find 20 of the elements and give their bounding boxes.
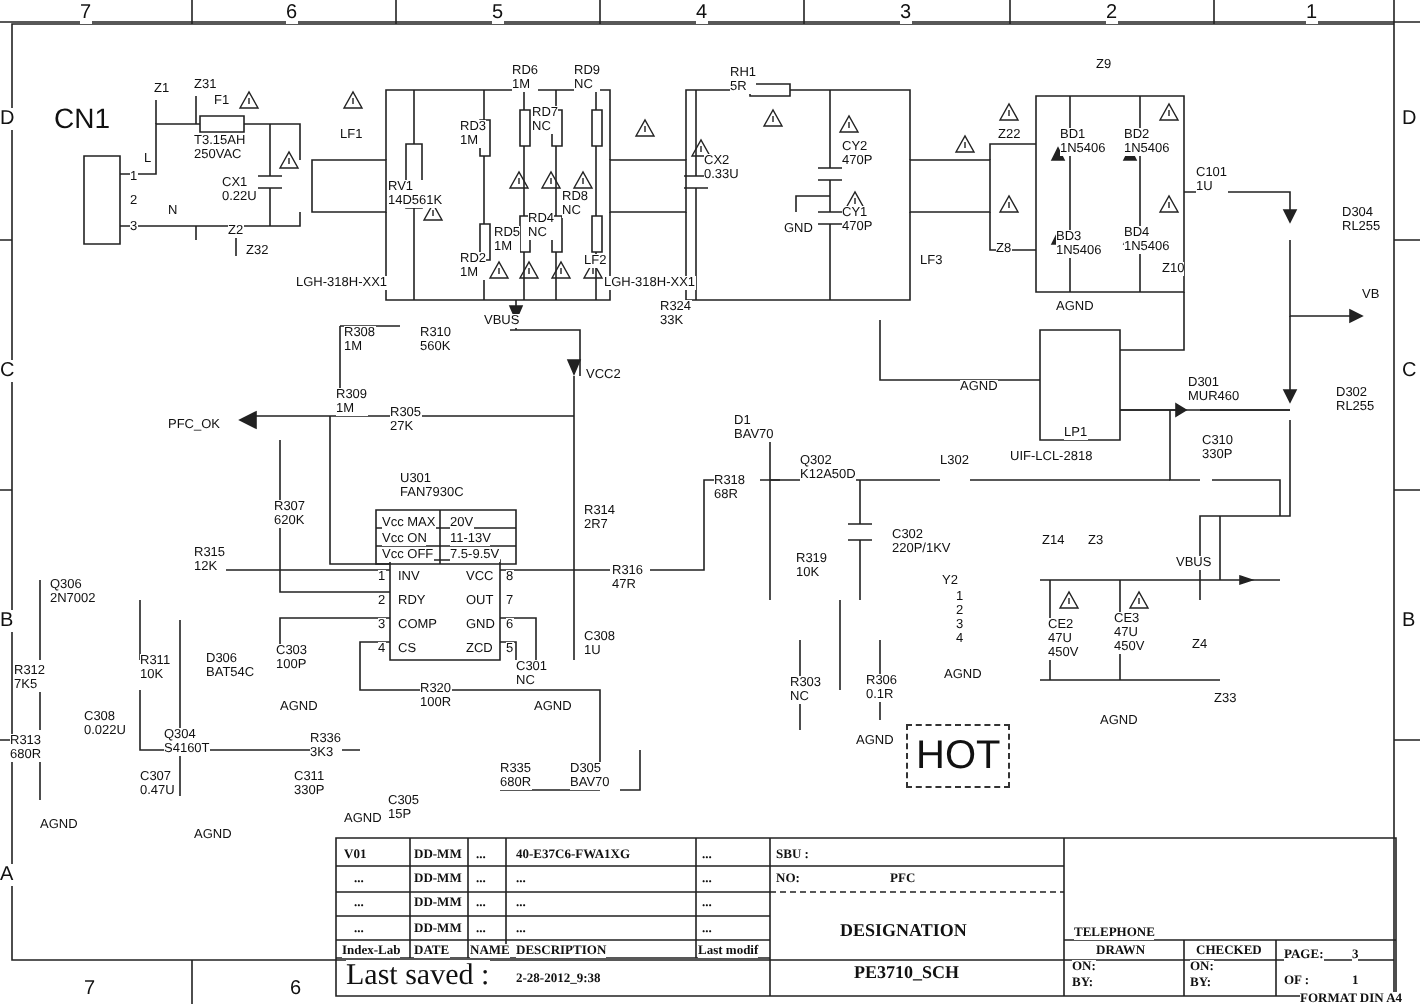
- title-block-text: PE3710_SCH: [854, 962, 960, 982]
- grid-label: D: [1402, 108, 1417, 130]
- grid-label: 1: [1306, 2, 1318, 24]
- grid-label: 6: [290, 978, 302, 1000]
- grid-label: 7: [84, 978, 96, 1000]
- grid-label: 3: [900, 2, 912, 24]
- grid-label: D: [0, 108, 15, 130]
- grid-label: B: [1402, 610, 1416, 632]
- grid-label: C: [0, 360, 15, 382]
- grid-label: 2: [1106, 2, 1118, 24]
- grid-label: 6: [286, 2, 298, 24]
- grid-label: B: [0, 610, 14, 632]
- title-block-text: DESIGNATION: [840, 920, 967, 940]
- grid-label: 5: [492, 2, 504, 24]
- connector-label: CN1: [54, 104, 111, 134]
- hot-zone-label: HOT: [906, 724, 1011, 788]
- grid-label: 4: [696, 2, 708, 24]
- grid-label: C: [1402, 360, 1417, 382]
- grid-label: A: [0, 864, 14, 886]
- grid-label: 7: [80, 2, 92, 24]
